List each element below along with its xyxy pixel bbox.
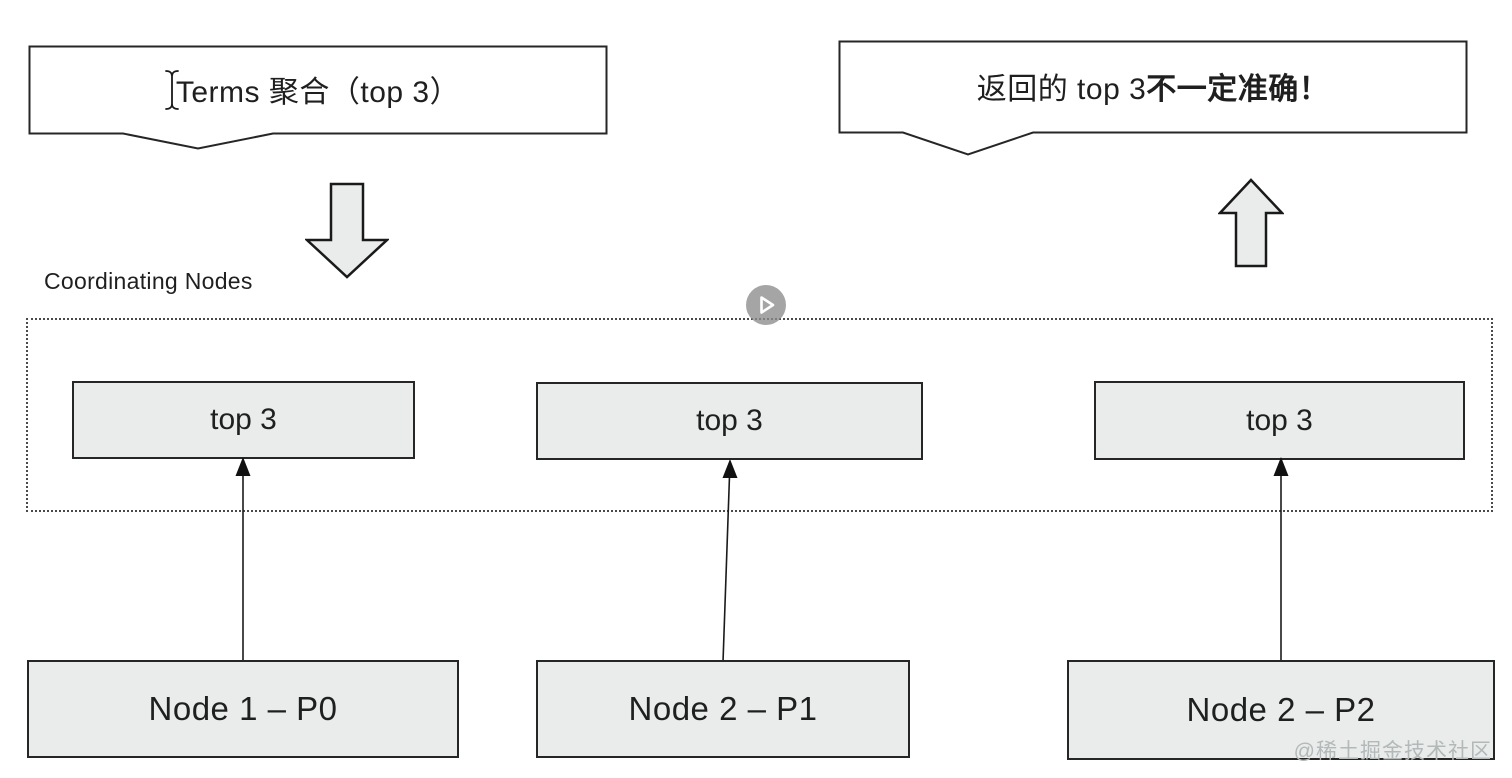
text-cursor-icon bbox=[165, 70, 179, 110]
callout-terms-label: Terms 聚合（top 3） bbox=[175, 76, 461, 109]
callout-result-warning: 返回的 top 3 不一定准确！ bbox=[838, 40, 1468, 158]
callout-result-prefix: 返回的 top 3 bbox=[976, 73, 1147, 106]
node-label: Node 2 – P1 bbox=[628, 690, 818, 727]
block-arrow-down-icon bbox=[305, 182, 389, 279]
shard-top3-label: top 3 bbox=[1246, 403, 1313, 437]
callout-result-emphasis: 不一定准确！ bbox=[1146, 73, 1330, 106]
connector-arrow-p0 bbox=[235, 457, 251, 662]
connector-arrow-p1 bbox=[722, 459, 738, 663]
coordinating-nodes-label: Coordinating Nodes bbox=[44, 268, 253, 294]
node-label: Node 2 – P2 bbox=[1186, 691, 1376, 728]
connector-arrow-p2 bbox=[1273, 457, 1289, 662]
shard-top3-box-p1: top 3 bbox=[536, 382, 923, 460]
node-label: Node 1 – P0 bbox=[148, 690, 338, 727]
shard-top3-label: top 3 bbox=[210, 403, 277, 436]
callout-result-label: 返回的 top 3 不一定准确！ bbox=[838, 40, 1468, 132]
play-icon bbox=[746, 285, 786, 325]
speech-bubble-outline bbox=[838, 40, 1468, 156]
play-button[interactable] bbox=[745, 284, 787, 326]
shard-top3-box-p0: top 3 bbox=[72, 381, 415, 459]
shard-top3-box-p2: top 3 bbox=[1094, 381, 1465, 460]
node-box-p1: Node 2 – P1 bbox=[536, 660, 910, 758]
node-box-p0: Node 1 – P0 bbox=[27, 660, 459, 758]
callout-terms-aggregation: Terms 聚合（top 3） bbox=[28, 45, 608, 151]
block-arrow-up-icon bbox=[1218, 178, 1284, 268]
shard-top3-label: top 3 bbox=[696, 404, 763, 437]
node-box-p2: Node 2 – P2 bbox=[1067, 660, 1495, 760]
watermark: @稀土掘金技术社区 bbox=[1293, 740, 1492, 763]
